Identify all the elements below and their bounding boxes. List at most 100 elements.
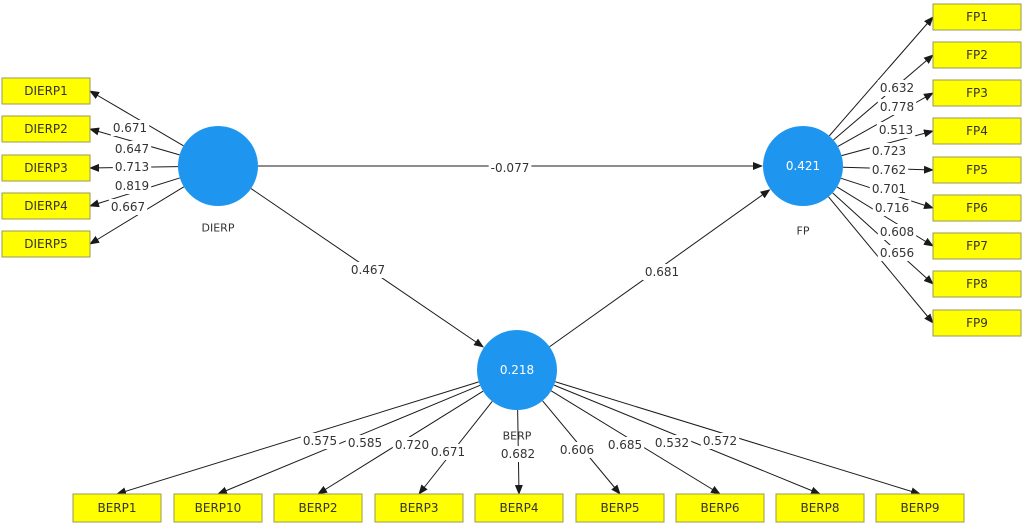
loading-weight-berp9-bg bbox=[700, 433, 740, 449]
indicator-label-berp6: BERP6 bbox=[700, 501, 739, 515]
indicator-box-berp2[interactable] bbox=[273, 493, 363, 523]
indicator-label-fp5: FP5 bbox=[966, 163, 988, 177]
indicator-box-fp8[interactable] bbox=[932, 270, 1022, 298]
path-coefficient-berp-to-fp-text: 0.681 bbox=[645, 265, 679, 279]
loading-arrow-fp7 bbox=[836, 186, 934, 247]
latent-node-dierp[interactable] bbox=[178, 126, 258, 206]
indicator-box-dierp4[interactable] bbox=[1, 192, 91, 220]
path-coefficient-dierp-to-berp-bg bbox=[348, 262, 388, 278]
indicator-box-fp2[interactable] bbox=[932, 41, 1022, 69]
loading-weight-dierp5-bg bbox=[108, 199, 148, 215]
indicator-box-berp5[interactable] bbox=[575, 493, 665, 523]
latent-name-fp: FP bbox=[797, 225, 810, 238]
indicator-box-fp4[interactable] bbox=[932, 117, 1022, 145]
loading-weight-berp9: 0.572 bbox=[700, 433, 740, 449]
loading-weight-berp10: 0.585 bbox=[345, 435, 385, 451]
loading-weight-fp5-text: 0.762 bbox=[872, 163, 906, 177]
loading-weight-berp1-bg bbox=[300, 433, 340, 449]
loading-weight-dierp1: 0.671 bbox=[110, 120, 150, 136]
indicator-box-dierp2[interactable] bbox=[1, 115, 91, 143]
indicator-box-berp8[interactable] bbox=[775, 493, 865, 523]
loading-weight-fp8-bg bbox=[877, 224, 917, 240]
loading-arrow-fp2 bbox=[833, 54, 934, 141]
indicator-box-fp3[interactable] bbox=[932, 79, 1022, 107]
loading-weight-berp2-text: 0.720 bbox=[395, 438, 429, 452]
loading-weight-dierp5-text: 0.667 bbox=[111, 200, 145, 214]
loading-weight-berp2: 0.720 bbox=[392, 437, 432, 453]
loading-arrow-fp3 bbox=[837, 92, 934, 147]
indicator-box-berp10[interactable] bbox=[173, 493, 263, 523]
loading-weight-fp6-bg bbox=[869, 181, 909, 197]
latent-node-berp[interactable] bbox=[477, 330, 557, 410]
indicator-label-berp5: BERP5 bbox=[600, 501, 639, 515]
loading-weight-fp6-text: 0.701 bbox=[872, 182, 906, 196]
loading-weight-fp9-bg bbox=[877, 245, 917, 261]
loading-weight-dierp3-bg bbox=[112, 159, 152, 175]
indicator-box-berp1[interactable] bbox=[72, 493, 162, 523]
loading-arrow-dierp5 bbox=[89, 186, 185, 245]
indicator-label-berp8: BERP8 bbox=[800, 501, 839, 515]
indicator-box-berp3[interactable] bbox=[374, 493, 464, 523]
loading-weight-fp1-bg bbox=[877, 80, 917, 96]
loading-weight-fp7: 0.716 bbox=[872, 200, 912, 216]
indicator-box-fp7[interactable] bbox=[932, 232, 1022, 260]
indicator-label-fp2: FP2 bbox=[966, 48, 988, 62]
loading-weight-fp4: 0.723 bbox=[869, 143, 909, 159]
indicator-box-fp5[interactable] bbox=[932, 156, 1022, 184]
indicator-box-berp9[interactable] bbox=[875, 493, 965, 523]
latent-r2-berp: 0.218 bbox=[500, 363, 534, 377]
loading-weight-berp4-text: 0.682 bbox=[501, 447, 535, 461]
loading-weight-dierp2-text: 0.647 bbox=[115, 142, 149, 156]
path-coefficient-dierp-to-fp-bg bbox=[488, 160, 532, 176]
loading-arrow-fp1 bbox=[828, 16, 934, 137]
indicator-label-fp6: FP6 bbox=[966, 201, 988, 215]
loading-weight-dierp1-text: 0.671 bbox=[113, 121, 147, 135]
indicator-label-dierp2: DIERP2 bbox=[24, 122, 68, 136]
indicator-box-dierp5[interactable] bbox=[1, 230, 91, 258]
indicator-box-berp6[interactable] bbox=[675, 493, 765, 523]
loading-weight-berp9-text: 0.572 bbox=[703, 434, 737, 448]
loading-weight-fp3-bg bbox=[876, 122, 916, 138]
loading-weight-berp5: 0.606 bbox=[557, 442, 597, 458]
loading-weight-fp9-text: 0.656 bbox=[880, 246, 914, 260]
indicator-box-fp6[interactable] bbox=[932, 194, 1022, 222]
loading-weight-fp1-text: 0.632 bbox=[880, 81, 914, 95]
loading-weight-fp2: 0.778 bbox=[877, 99, 917, 115]
loading-weight-fp2-text: 0.778 bbox=[880, 100, 914, 114]
latent-r2-fp: 0.421 bbox=[786, 159, 820, 173]
indicator-box-berp4[interactable] bbox=[474, 493, 564, 523]
loading-weight-dierp1-bg bbox=[110, 120, 150, 136]
loading-weight-fp4-text: 0.723 bbox=[872, 144, 906, 158]
path-coefficient-dierp-to-fp: -0.077 bbox=[488, 160, 532, 176]
loading-weight-berp6-text: 0.685 bbox=[608, 438, 642, 452]
loading-weight-dierp2-bg bbox=[112, 141, 152, 157]
indicator-label-berp1: BERP1 bbox=[97, 501, 136, 515]
indicator-box-fp1[interactable] bbox=[932, 3, 1022, 31]
loading-weight-fp8: 0.608 bbox=[877, 224, 917, 240]
path-coefficient-dierp-to-berp: 0.467 bbox=[348, 262, 388, 278]
indicator-box-dierp1[interactable] bbox=[1, 77, 91, 105]
latent-node-fp[interactable] bbox=[763, 126, 843, 206]
loading-weight-dierp4-text: 0.819 bbox=[115, 179, 149, 193]
indicator-box-fp9[interactable] bbox=[932, 309, 1022, 337]
loading-weight-berp3-bg bbox=[428, 444, 468, 460]
path-coefficient-berp-to-fp: 0.681 bbox=[642, 264, 682, 280]
loading-weight-berp5-bg bbox=[557, 442, 597, 458]
loading-weight-dierp2: 0.647 bbox=[112, 141, 152, 157]
loading-weight-berp8-text: 0.532 bbox=[655, 436, 689, 450]
indicator-label-berp3: BERP3 bbox=[399, 501, 438, 515]
loading-weight-fp2-bg bbox=[877, 99, 917, 115]
loading-weight-fp3-text: 0.513 bbox=[879, 123, 913, 137]
indicator-box-dierp3[interactable] bbox=[1, 154, 91, 182]
indicator-label-fp7: FP7 bbox=[966, 239, 988, 253]
loading-weight-berp3-text: 0.671 bbox=[431, 445, 465, 459]
loading-weight-fp7-text: 0.716 bbox=[875, 201, 909, 215]
loading-weight-berp5-text: 0.606 bbox=[560, 443, 594, 457]
loading-weight-fp1: 0.632 bbox=[877, 80, 917, 96]
indicator-label-fp8: FP8 bbox=[966, 277, 988, 291]
loading-weight-berp10-bg bbox=[345, 435, 385, 451]
latent-name-dierp: DIERP bbox=[202, 222, 235, 235]
loading-arrow-berp1 bbox=[116, 381, 479, 496]
edges-layer bbox=[89, 16, 934, 496]
